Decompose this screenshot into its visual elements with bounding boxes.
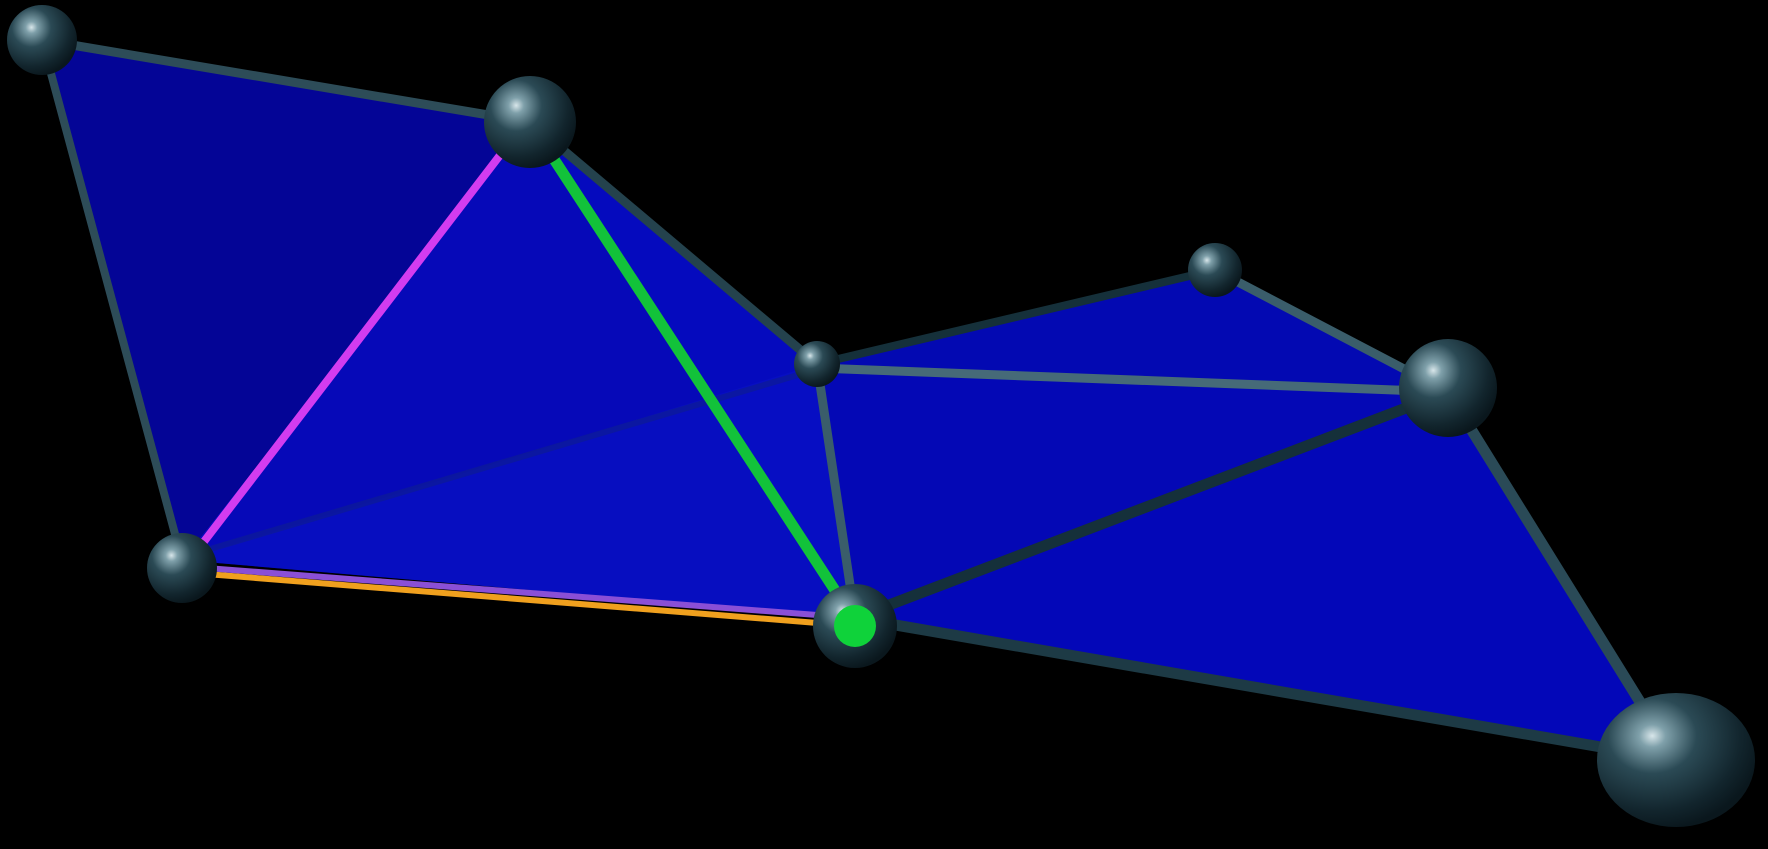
mesh-face-left [42,40,530,560]
highlighted-edges [192,144,846,627]
mesh-node[interactable] [1188,243,1242,297]
mesh-edge [812,359,860,623]
mesh-edge [37,35,535,127]
mesh-node[interactable] [1597,693,1755,827]
mesh-face-back-shadow [182,364,855,618]
node-marker-green [834,605,876,647]
mesh-edge [849,612,1682,766]
highlight-edge-green [542,144,846,604]
mesh-face-top-right [817,270,1448,392]
mesh-edge [812,363,1453,397]
mesh-node[interactable] [1399,339,1497,437]
mesh-nodes [7,5,1755,827]
mesh-face-mid-right [817,364,1448,618]
mesh-edges [37,35,1682,766]
mesh-edge [38,36,186,564]
mesh-hidden-edges [189,369,809,558]
mesh-face-lower-right [855,392,1676,760]
mesh-node[interactable] [794,341,840,387]
hidden-edge [189,369,809,558]
mesh-node[interactable] [484,76,576,168]
mesh-node[interactable] [7,5,77,75]
highlight-edge-violet [203,565,833,619]
mesh-edge [525,117,822,369]
mesh-edge [1442,386,1682,766]
mesh-node[interactable] [147,533,217,603]
mesh-edge [813,266,1219,368]
highlight-edge-orange [203,571,833,627]
mesh-edge [849,386,1454,624]
highlight-edge-magenta [192,146,508,556]
